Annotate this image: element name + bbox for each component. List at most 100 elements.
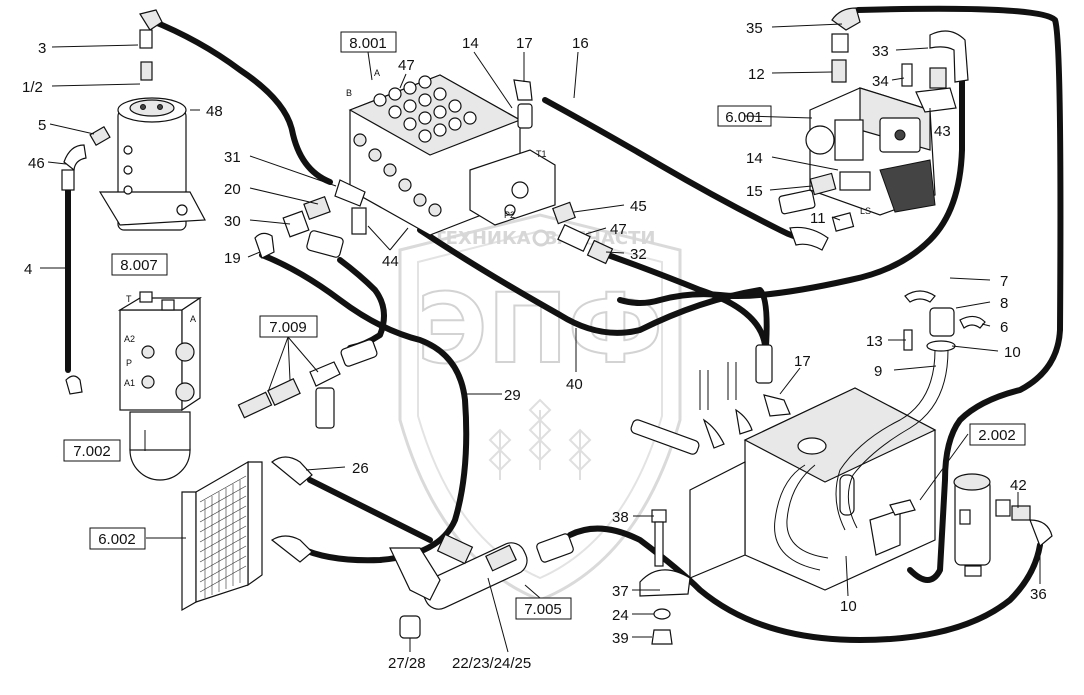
callout-27-28: 27/28 [388,655,426,672]
ref-8007-label: 8.007 [120,257,158,274]
watermark-brand: ТЕХНИКА [433,228,530,249]
callout-32: 32 [630,246,647,263]
cylinder-7005 [389,533,574,639]
callout-labels: 3 1/2 5 46 4 48 47 14 17 16 35 12 33 34 … [22,20,1047,672]
port-a2: A2 [124,334,135,344]
port-p2: P2 [504,210,515,220]
callout-4: 4 [24,261,32,278]
valve-spools [353,75,477,217]
ref-box-7005 [515,597,572,620]
valve-block-7002 [65,291,202,481]
callout-14a: 14 [462,35,479,52]
fittings-7009 [237,339,378,429]
ref-6001-label: 6.001 [725,109,763,126]
fitting-5-46 [61,125,111,191]
callout-7: 7 [1000,273,1008,290]
callout-31: 31 [224,149,241,166]
callout-13: 13 [866,333,883,350]
fittings-pump [778,7,969,251]
gear-pump-6001 [805,87,936,216]
callout-36: 36 [1030,586,1047,603]
callout-34: 34 [872,73,889,90]
callout-8: 8 [1000,295,1008,312]
callout-6: 6 [1000,319,1008,336]
suction-pipe-9 [835,290,986,531]
ref-box-8007 [111,253,168,276]
callout-11: 11 [810,210,826,227]
callout-1-2: 1/2 [22,79,43,96]
callout-5: 5 [38,117,46,134]
hose-43 [617,77,965,306]
callout-39: 39 [612,630,629,647]
port-a1: A1 [124,378,135,388]
callout-48: 48 [206,103,223,120]
callout-42: 42 [1010,477,1027,494]
hose-35 [855,5,1064,583]
port-ls: LS [860,206,871,216]
reference-boxes: 8.001 6.001 8.007 7.009 7.002 6.002 7.00… [63,31,1026,620]
callout-26: 26 [352,460,369,477]
sectional-valve-8001 [348,74,556,236]
fitting-3 [139,9,163,81]
ref-6002-label: 6.002 [98,531,136,548]
hose-32 [605,252,768,348]
ref-2002-label: 2.002 [978,427,1016,444]
ref-box-6002 [89,527,146,550]
hose-26 [307,477,433,543]
callout-35: 35 [746,20,763,37]
watermark-gear-icon [532,229,550,247]
port-a: A [374,68,380,78]
callout-46: 46 [28,155,45,172]
leader-lines [40,23,1041,653]
callout-30: 30 [224,213,241,230]
ref-8001-label: 8.001 [349,35,387,52]
callout-20: 20 [224,181,241,198]
watermark: ЭПФ ТЕХНИКА ЗАПЧАСТИ [398,213,682,602]
hose-16 [542,97,813,243]
cooler-grid [199,475,247,598]
callout-14b: 14 [746,150,763,167]
port-t: T [126,294,132,304]
callout-12: 12 [748,66,765,83]
callout-29: 29 [504,387,521,404]
hydraulic-tank-2002 [689,387,937,591]
callout-10b: 10 [840,598,857,615]
hose-36 [567,525,1043,643]
ref-7009-label: 7.009 [269,319,307,336]
callout-43: 43 [934,123,951,140]
oil-cooler-6002 [181,456,313,612]
callout-10a: 10 [1004,344,1021,361]
bolt-clamp-assembly [639,509,691,645]
rotary-distributor-8007 [98,97,206,231]
hose-29 [259,252,470,564]
watermark-wheat-icon [488,398,592,480]
callout-15: 15 [746,183,763,200]
callout-47a: 47 [398,57,415,74]
callout-47b: 47 [610,221,627,238]
callout-37: 37 [612,583,629,600]
ref-box-7002 [63,439,121,462]
port-t1: T1 [536,149,547,159]
callout-24: 24 [612,607,629,624]
callout-17a: 17 [516,35,533,52]
ref-box-2002 [969,423,1026,446]
hose-44 [417,227,770,363]
hose-lines [65,5,1064,643]
callout-38: 38 [612,509,629,526]
callout-40: 40 [566,376,583,393]
ref-7005-label: 7.005 [524,601,562,618]
fittings-center [254,179,614,265]
callout-17b: 17 [794,353,811,370]
port-b: B [346,88,352,98]
callout-33: 33 [872,43,889,60]
filter-42 [953,473,1053,577]
port-marks: A B T A2 P A1 A T1 P2 LS [124,68,871,388]
callout-3: 3 [38,40,46,57]
callout-44: 44 [382,253,399,270]
ref-7002-label: 7.002 [73,443,111,460]
callout-19: 19 [224,250,241,267]
port-a-top: A [190,314,196,324]
fittings-right [630,344,791,455]
callout-45: 45 [630,198,647,215]
